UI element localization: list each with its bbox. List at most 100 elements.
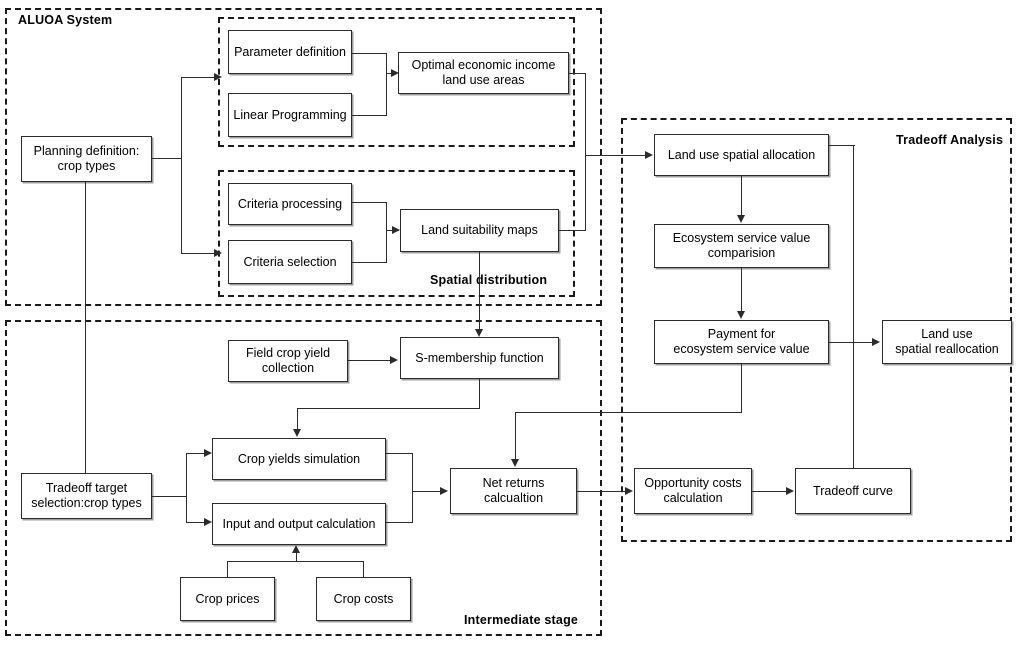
node-payment-ecosystem-service-value[interactable]: Payment for ecosystem service value	[654, 320, 829, 364]
edge-planning-to-tradeoff-target	[85, 182, 87, 473]
edge-planning-to-split	[152, 158, 182, 160]
node-planning-definition[interactable]: Planning definition: crop types	[21, 136, 152, 182]
arrowhead-to-lp-group	[214, 73, 222, 81]
edge-payment-down	[741, 364, 743, 413]
group-label-tradeoff-analysis: Tradeoff Analysis	[896, 133, 1004, 147]
group-label-aluoa-system: ALUOA System	[18, 13, 113, 27]
edge-planning-split-vertical	[181, 77, 183, 254]
edge-planning-to-criteria-group	[181, 253, 215, 255]
node-crop-prices[interactable]: Crop prices	[180, 577, 275, 621]
edge-planning-to-lp-group	[181, 77, 215, 79]
edge-tradeoff-target-split	[186, 453, 188, 523]
arrowhead-to-criteria-group	[214, 249, 222, 257]
arrowhead-to-payment-esv	[737, 311, 745, 319]
arrowhead-to-input-output	[204, 518, 212, 526]
group-aluoa-system	[5, 8, 602, 306]
arrowhead-to-s-membership	[475, 329, 483, 337]
node-crop-yields-simulation[interactable]: Crop yields simulation	[212, 438, 386, 480]
edge-crop-costs-vertical	[363, 561, 365, 578]
node-land-use-spatial-reallocation-label: Land use spatial reallocation	[895, 327, 999, 356]
node-crop-costs-label: Crop costs	[333, 591, 394, 606]
node-planning-definition-label: Planning definition: crop types	[33, 144, 140, 173]
node-net-returns-calculation[interactable]: Net returns calcualtion	[450, 468, 577, 514]
edge-join-to-input-output	[296, 552, 298, 562]
arrowhead-to-crop-yields-simulation	[293, 429, 301, 437]
node-linear-programming-label: Linear Programming	[233, 107, 347, 122]
arrowhead-payment-to-net-returns	[511, 459, 519, 467]
edge-right-merge-vertical	[585, 73, 587, 231]
node-criteria-processing[interactable]: Criteria processing	[228, 183, 352, 225]
arrowhead-to-land-use-reallocation	[872, 338, 880, 346]
edge-to-crop-yields-sim	[186, 453, 207, 455]
node-optimal-economic-income-label: Optimal economic income land use areas	[411, 58, 556, 87]
edge-allocation-to-ecosystem	[741, 176, 743, 216]
group-linear-programming-block	[218, 17, 575, 147]
arrowhead-to-optimal-income	[391, 69, 399, 77]
node-input-output-calculation-label: Input and output calculation	[222, 516, 376, 531]
group-label-spatial-distribution: Spatial distribution	[430, 273, 548, 287]
group-spatial-distribution	[218, 170, 575, 297]
edge-suitability-to-smembership	[479, 252, 481, 330]
edge-allocation-to-tradeoff-curve	[853, 145, 855, 468]
node-ecosystem-service-comparison-label: Ecosystem service value comparision	[672, 231, 811, 260]
node-criteria-selection-label: Criteria selection	[243, 254, 337, 269]
node-tradeoff-target-selection-label: Tradeoff target selection:crop types	[31, 481, 142, 510]
edge-merge-to-net-returns	[412, 491, 444, 493]
node-crop-prices-label: Crop prices	[195, 591, 260, 606]
arrowhead-to-tradeoff-curve	[786, 487, 794, 495]
arrowhead-to-land-suitability	[392, 226, 400, 234]
arrowhead-to-ecosystem-comparison	[737, 215, 745, 223]
node-parameter-definition[interactable]: Parameter definition	[228, 30, 352, 74]
edge-ecosystem-to-payment	[741, 268, 743, 312]
node-tradeoff-curve-label: Tradeoff curve	[813, 483, 893, 498]
node-optimal-economic-income[interactable]: Optimal economic income land use areas	[398, 52, 569, 94]
edge-inputoutput-to-merge	[386, 522, 413, 524]
edge-linear-to-merge	[352, 115, 387, 117]
node-land-use-spatial-reallocation[interactable]: Land use spatial reallocation	[882, 320, 1012, 364]
arrowhead-to-land-use-allocation	[645, 151, 653, 159]
node-parameter-definition-label: Parameter definition	[234, 44, 346, 59]
edge-optimal-to-right-merge	[569, 73, 586, 75]
arrowhead-to-input-output-bottom	[292, 545, 300, 553]
node-tradeoff-curve[interactable]: Tradeoff curve	[795, 468, 911, 514]
node-input-output-calculation[interactable]: Input and output calculation	[212, 503, 386, 545]
edge-right-merge-to-allocation	[585, 155, 647, 157]
node-s-membership-function-label: S-membership function	[415, 350, 544, 365]
arrowhead-field-to-s-membership	[390, 356, 398, 364]
node-crop-costs[interactable]: Crop costs	[316, 577, 411, 621]
node-crop-yields-simulation-label: Crop yields simulation	[237, 451, 361, 466]
node-opportunity-costs-calculation-label: Opportunity costs calculation	[644, 476, 742, 505]
node-field-crop-yield[interactable]: Field crop yield collection	[228, 340, 348, 382]
node-field-crop-yield-label: Field crop yield collection	[245, 346, 331, 375]
node-net-returns-calculation-label: Net returns calcualtion	[482, 476, 545, 505]
arrowhead-to-opportunity-costs	[625, 487, 633, 495]
node-land-suitability-maps-label: Land suitability maps	[421, 223, 538, 237]
edge-tradeoff-target-out	[152, 496, 187, 498]
edge-parameter-to-merge	[352, 53, 387, 55]
edge-netreturns-merge-vertical	[412, 453, 414, 523]
edge-payment-left	[515, 412, 742, 414]
node-criteria-selection[interactable]: Criteria selection	[228, 240, 352, 284]
edge-smembership-left	[297, 408, 480, 410]
node-land-use-spatial-allocation[interactable]: Land use spatial allocation	[654, 134, 829, 176]
edge-opportunity-to-tradeoff-curve	[752, 491, 788, 493]
node-s-membership-function[interactable]: S-membership function	[400, 337, 559, 379]
node-linear-programming[interactable]: Linear Programming	[228, 93, 352, 137]
edge-cropyields-to-merge	[386, 453, 413, 455]
edge-smembership-down	[479, 379, 481, 409]
edge-prices-costs-join	[227, 561, 364, 563]
edge-payment-to-reallocation	[829, 342, 874, 344]
edge-payment-to-net-returns	[515, 412, 517, 460]
edge-field-crop-to-smembership	[348, 360, 392, 362]
node-land-use-spatial-allocation-label: Land use spatial allocation	[667, 147, 816, 162]
node-tradeoff-target-selection[interactable]: Tradeoff target selection:crop types	[21, 473, 152, 519]
arrowhead-to-crop-yields-sim	[204, 449, 212, 457]
node-land-suitability-maps[interactable]: Land suitability maps	[400, 209, 559, 252]
arrowhead-to-net-returns	[440, 487, 448, 495]
group-intermediate-stage	[5, 320, 602, 636]
node-criteria-processing-label: Criteria processing	[237, 196, 343, 211]
node-opportunity-costs-calculation[interactable]: Opportunity costs calculation	[634, 468, 752, 514]
edge-netreturns-to-opportunity	[577, 491, 627, 493]
node-ecosystem-service-comparison[interactable]: Ecosystem service value comparision	[654, 224, 829, 268]
